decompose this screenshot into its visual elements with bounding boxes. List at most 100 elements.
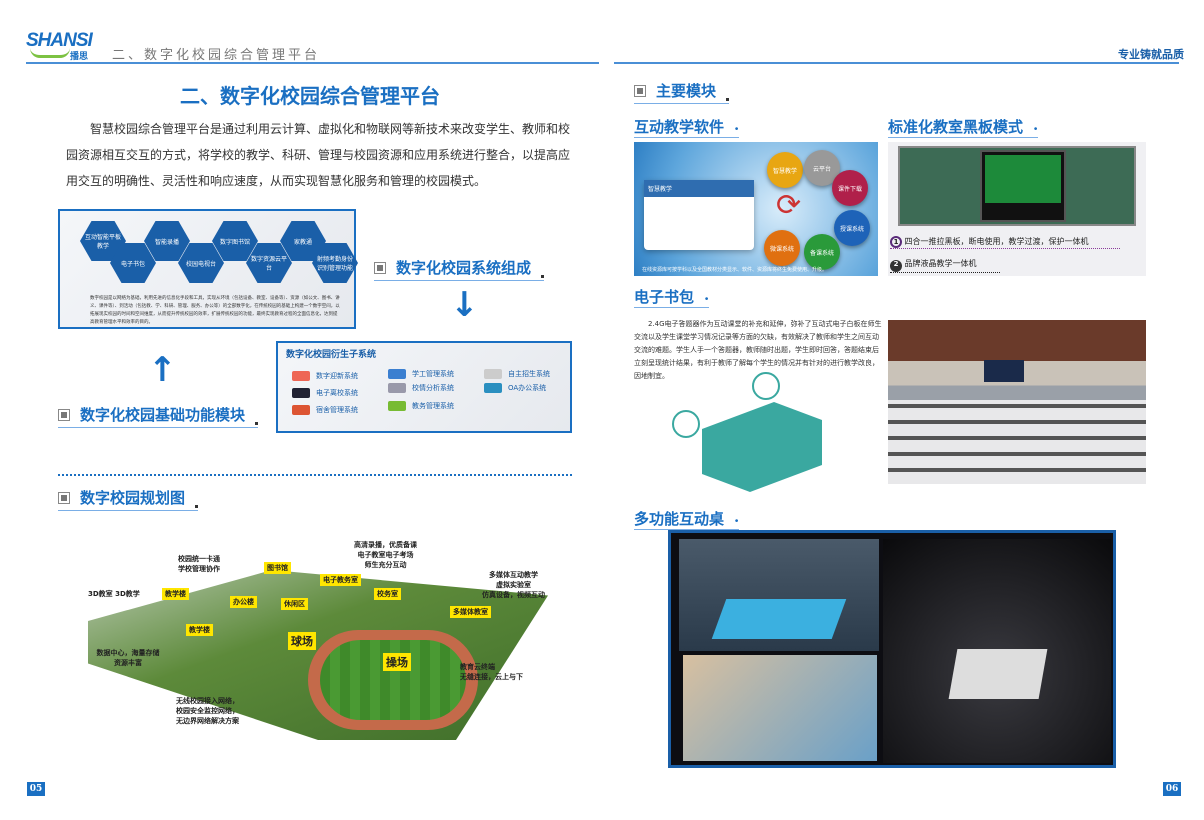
subsystem-item: OA办公系统 — [484, 383, 546, 393]
playing-field — [320, 640, 466, 720]
map-label: 教学楼 — [162, 588, 189, 600]
map-label: 校务室 — [374, 588, 401, 600]
header-divider-left — [26, 62, 599, 64]
module-hex: 智能录播 — [144, 221, 190, 261]
blackboard-point: 1 四合一推拉黑板，断电使用，教学过渡，保护一体机 — [890, 236, 1120, 249]
device-bubble — [752, 372, 780, 400]
subsystem-item: 数字迎新系统 — [292, 371, 358, 381]
software-screen-title: 智慧教学 — [644, 180, 754, 197]
map-label: 休闲区 — [281, 598, 308, 610]
section-heading: 数字校园规划图 — [80, 489, 186, 507]
subsystem-icon — [388, 383, 406, 393]
software-title: 互动教学软件. — [634, 116, 740, 138]
text-label: 教务管理系统 — [412, 402, 454, 410]
table-photo — [883, 539, 1111, 763]
section-dot — [726, 98, 730, 101]
text-label: 电子离校系统 — [316, 389, 358, 397]
subsystem-icon — [292, 371, 310, 381]
table-photo — [679, 539, 879, 651]
software-caption: 在线资源库可按学科以及全国教材分类显示、软件、资源库将终生免费使用、升级。 — [642, 267, 828, 273]
map-label: 球场 — [288, 632, 316, 650]
software-feature: 课件下载 — [832, 170, 868, 206]
classroom-floor — [702, 402, 822, 492]
software-image: 智慧教学 ⟳ 智慧教学 云平台 课件下载 授课系统 备课系统 微课系统 在线资源… — [634, 142, 878, 276]
slogan: 专业铸就品质 — [1118, 48, 1184, 61]
subheading: 多功能互动桌 — [634, 510, 725, 528]
section-main-modules: 主要模块 — [634, 80, 730, 104]
map-label: 电子教务室 — [320, 574, 361, 586]
arrow-up-icon: ↑ — [148, 350, 177, 390]
subsystem-icon — [484, 383, 502, 393]
text-label: OA办公系统 — [508, 384, 547, 392]
map-label: 办公楼 — [230, 596, 257, 608]
subheading-dot: . — [704, 286, 710, 304]
logo-swoosh — [30, 48, 70, 58]
map-label: 多媒体教室 — [450, 606, 491, 618]
map-label: 教学楼 — [186, 624, 213, 636]
point-number: 2 — [890, 260, 902, 272]
blackboard-title: 标准化教室黑板模式. — [888, 116, 1039, 138]
section-dot — [541, 275, 545, 278]
point-text: 四合一推拉黑板，断电使用，教学过渡，保护一体机 — [904, 237, 1089, 246]
section-marker-icon — [58, 491, 70, 504]
refresh-icon: ⟳ — [776, 188, 802, 223]
blackboard-image: 1 四合一推拉黑板，断电使用，教学过渡，保护一体机 2 品牌液晶教学一体机 — [888, 142, 1146, 276]
modules-note: 数字校园是以网络为基础，利用先进的信息化手段和工具，实现从环境（包括设备、教室、… — [90, 296, 340, 325]
text-label: 学工管理系统 — [412, 370, 454, 378]
subheading-dot: . — [734, 116, 740, 134]
arrow-down-icon: ↓ — [450, 285, 479, 325]
blackboard-point: 2 品牌液晶教学一体机 — [890, 258, 1000, 273]
map-callout: 多媒体互动教学 虚拟实验室 仿真设备，视频互动 — [482, 571, 545, 599]
section-heading: 数字化校园系统组成 — [396, 259, 532, 277]
teaching-display — [980, 150, 1066, 222]
point-number: 1 — [890, 236, 902, 248]
module-hex: 数字图书馆 — [212, 221, 258, 261]
ebook-paragraph: 2.4G电子答题器作为互动课堂的补充和延伸，弥补了互动式电子白板在师生交流以及学… — [634, 320, 882, 380]
map-callout: 校园统一卡通 学校管理协作 — [178, 555, 220, 573]
header-divider-right — [614, 62, 1179, 64]
map-callout: 无线校园接入网络， 校园安全监控网络， 无边界网络解决方案 — [176, 697, 239, 725]
subsystem-item: 宿舍管理系统 — [292, 405, 358, 415]
section-marker-icon — [374, 261, 386, 274]
software-feature: 备课系统 — [804, 234, 840, 270]
subsystem-icon — [388, 369, 406, 379]
subheading: 互动教学软件 — [634, 118, 725, 136]
subheading: 电子书包 — [634, 288, 695, 306]
logo: SHANSI 播思 — [26, 30, 106, 62]
interactive-table-photos — [668, 530, 1116, 768]
point-text: 品牌液晶教学一体机 — [904, 259, 977, 268]
software-feature: 微课系统 — [764, 230, 800, 266]
subsystem-icon — [388, 401, 406, 411]
map-callout: 3D教室 3D教学 — [88, 590, 140, 598]
campus-plan-map: 图书馆 电子教务室 教学楼 办公楼 休闲区 校务室 多媒体教室 教学楼 球场 操… — [88, 520, 548, 740]
text-label: 宿舍管理系统 — [316, 406, 358, 414]
logo-text: SHANSI — [26, 30, 93, 51]
subsystem-title: 数字化校园衍生子系统 — [286, 350, 377, 360]
section-basic-modules: 数字化校园基础功能模块 — [58, 404, 259, 428]
map-callout: 数据中心，海量存储 资源丰富 — [96, 649, 160, 667]
section-plan: 数字校园规划图 — [58, 487, 199, 511]
map-label: 操场 — [383, 653, 411, 671]
software-screen: 智慧教学 — [644, 180, 754, 250]
table-title: 多功能互动桌. — [634, 508, 740, 530]
map-label: 图书馆 — [264, 562, 291, 574]
subheading: 标准化教室黑板模式 — [888, 118, 1024, 136]
subheading-dot: . — [1033, 116, 1039, 134]
device-bubble — [672, 410, 700, 438]
logo-subtext: 播思 — [70, 52, 89, 62]
text-label: 数字迎新系统 — [316, 372, 358, 380]
subsystem-item: 电子离校系统 — [292, 388, 358, 398]
basic-modules-panel: 互动智能平板教学 电子书包 智能录播 校园电视台 数字图书馆 数字资源云平台 家… — [58, 209, 358, 329]
subheading-dot: . — [734, 508, 740, 526]
running-title: 二、数字化校园综合管理平台 — [112, 48, 321, 63]
section-heading: 数字化校园基础功能模块 — [80, 406, 246, 424]
map-callout: 高清录播，优质备课 电子教室电子考场 师生充分互动 — [354, 541, 417, 569]
subsystem-icon — [292, 405, 310, 415]
classroom-screen — [984, 360, 1024, 382]
table-photo — [683, 655, 877, 761]
page-number-right: 06 — [1163, 782, 1181, 796]
subsystem-item: 校情分析系统 — [388, 383, 454, 393]
dotted-divider — [58, 474, 572, 476]
classroom-desks — [888, 400, 1146, 484]
ebook-classroom-illustration — [672, 372, 842, 500]
